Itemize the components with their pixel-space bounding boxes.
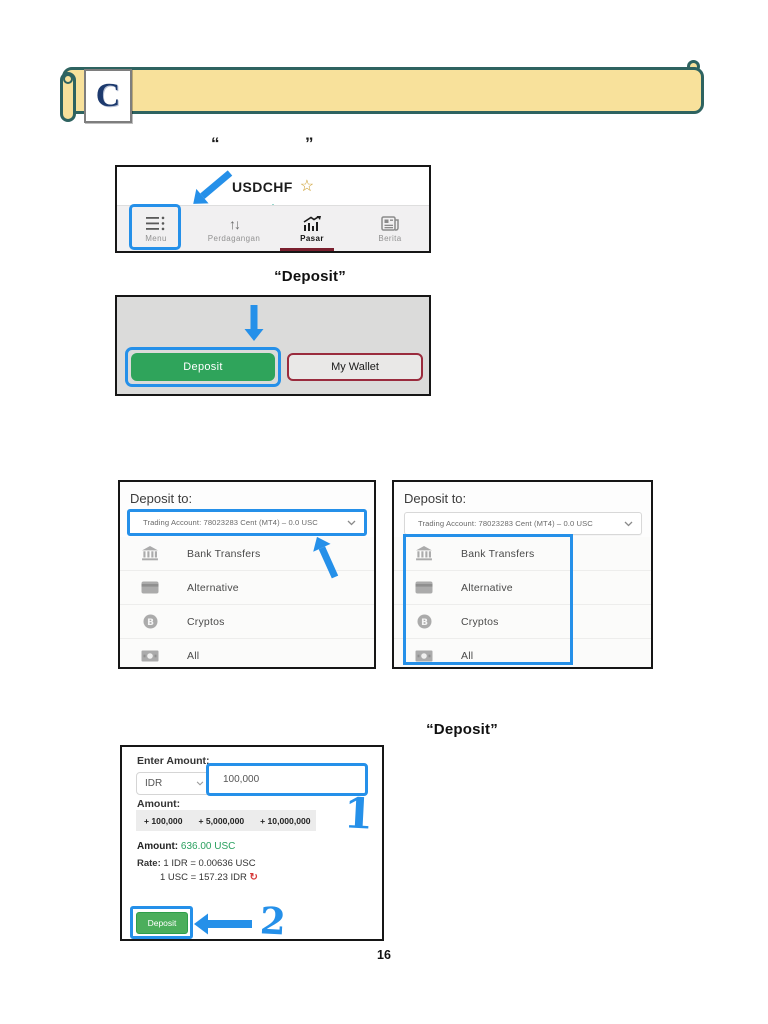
rate-label: Rate: <box>137 858 161 869</box>
bitcoin-icon: B <box>414 614 434 629</box>
card-icon <box>414 581 434 594</box>
rate-line-1: Rate: 1 IDR = 0.00636 USC <box>137 858 256 869</box>
trade-arrows-icon: ↑↓ <box>229 215 241 232</box>
chapter-letter: C <box>95 77 121 114</box>
currency-value: IDR <box>145 778 163 789</box>
cash-icon <box>140 650 160 662</box>
chevron-down-icon <box>624 521 633 527</box>
bank-icon <box>414 546 434 561</box>
news-icon <box>380 216 399 231</box>
my-wallet-button[interactable]: My Wallet <box>287 353 423 381</box>
nav-label-berita: Berita <box>378 234 402 243</box>
rate-value-2: 1 USC = 157.23 IDR <box>160 872 247 883</box>
screenshot-enter-amount: Enter Amount: IDR 100,000 Amount: + 100,… <box>120 745 384 941</box>
deposit-button[interactable]: Deposit <box>131 353 275 381</box>
bottom-nav-bar: Menu ↑↓ Perdagangan Pasar <box>117 205 429 251</box>
deposit-button-highlight-box <box>130 906 193 939</box>
bitcoin-icon: B <box>140 614 160 629</box>
cash-icon <box>414 650 434 662</box>
page-number: 16 <box>377 948 391 962</box>
close-quote-mark: ” <box>305 134 314 153</box>
banner-scroll-curl-icon <box>60 72 76 122</box>
active-tab-underline <box>280 248 334 251</box>
symbol-name: USDCHF <box>231 179 293 195</box>
nav-label-perdagangan: Perdagangan <box>207 233 261 243</box>
rate-value-1: 1 IDR = 0.00636 USC <box>163 858 256 869</box>
deposit-method-list: Bank Transfers Alternative B Cryptos All <box>120 537 374 667</box>
symbol-row: USDCHF ☆ <box>117 167 429 207</box>
converted-amount-line: Amount: 636.00 USC <box>137 841 235 852</box>
currency-select[interactable]: IDR <box>136 772 213 795</box>
method-row-bank-transfers[interactable]: Bank Transfers <box>394 537 651 571</box>
deposit-heading-1: “Deposit” <box>274 268 346 285</box>
quick-amount-strip: + 100,000 + 5,000,000 + 10,000,000 <box>136 810 316 831</box>
amount-label: Amount: <box>137 798 181 810</box>
refresh-rate-icon[interactable]: ↻ <box>249 872 258 883</box>
amount-input-value: 100,000 <box>223 774 260 785</box>
method-row-all[interactable]: All <box>120 639 374 667</box>
step-number-1: 1 <box>342 788 375 839</box>
chapter-banner <box>62 67 704 114</box>
menu-icon <box>146 216 165 231</box>
deposit-submit-button[interactable]: Deposit <box>136 912 188 934</box>
method-row-alternative[interactable]: Alternative <box>394 571 651 605</box>
deposit-to-label: Deposit to: <box>130 491 193 506</box>
screenshot-deposit-to-methods: Deposit to: Trading Account: 78023283 Ce… <box>392 480 653 669</box>
deposit-highlight-box <box>125 347 281 387</box>
converted-amount-label: Amount: <box>137 841 179 852</box>
rate-line-2: 1 USC = 157.23 IDR ↻ <box>160 872 258 883</box>
open-quote-mark: “ <box>211 134 220 153</box>
deposit-to-label: Deposit to: <box>404 491 467 506</box>
method-row-cryptos[interactable]: B Cryptos <box>394 605 651 639</box>
bank-icon <box>140 546 160 561</box>
method-row-alternative[interactable]: Alternative <box>120 571 374 605</box>
trading-account-select[interactable]: Trading Account: 78023283 Cent (MT4) – 0… <box>127 509 367 536</box>
nav-item-menu[interactable]: Menu <box>117 206 195 251</box>
chevron-down-icon <box>196 781 204 786</box>
quick-amount-100000[interactable]: + 100,000 <box>144 815 183 826</box>
nav-item-berita[interactable]: Berita <box>351 206 429 251</box>
svg-text:B: B <box>147 618 154 628</box>
chapter-letter-box: C <box>84 69 132 123</box>
trading-account-value: Trading Account: 78023283 Cent (MT4) – 0… <box>143 518 318 527</box>
trading-account-value: Trading Account: 78023283 Cent (MT4) – 0… <box>418 519 593 528</box>
menu-highlight-box <box>129 204 181 250</box>
method-row-bank-transfers[interactable]: Bank Transfers <box>120 537 374 571</box>
method-list-highlight-box <box>403 534 573 665</box>
quick-amount-5000000[interactable]: + 5,000,000 <box>198 815 245 826</box>
method-row-cryptos[interactable]: B Cryptos <box>120 605 374 639</box>
step-number-2: 2 <box>258 898 287 941</box>
svg-text:B: B <box>421 618 428 628</box>
trading-account-select[interactable]: Trading Account: 78023283 Cent (MT4) – 0… <box>404 512 642 535</box>
deposit-heading-2: “Deposit” <box>426 721 498 738</box>
screenshot-deposit-to-dropdown: Deposit to: Trading Account: 78023283 Ce… <box>118 480 376 669</box>
enter-amount-label: Enter Amount: <box>137 755 210 767</box>
nav-label-pasar: Pasar <box>300 234 324 243</box>
nav-item-perdagangan[interactable]: ↑↓ Perdagangan <box>195 206 273 251</box>
converted-amount-value: 636.00 USC <box>180 841 236 852</box>
nav-item-pasar[interactable]: Pasar <box>273 206 351 251</box>
favorite-star-icon[interactable]: ☆ <box>299 178 315 195</box>
screenshot-wallet-buttons: Deposit My Wallet <box>115 295 431 396</box>
deposit-method-list: Bank Transfers Alternative B Cryptos All <box>394 537 651 667</box>
nav-label-menu: Menu <box>145 234 167 243</box>
screenshot-app-nav: USDCHF ☆ Menu ↑↓ Perdagangan <box>115 165 431 253</box>
amount-input[interactable]: 100,000 <box>206 763 368 796</box>
card-icon <box>140 581 160 594</box>
market-chart-icon <box>303 216 321 231</box>
quick-amount-10000000[interactable]: + 10,000,000 <box>260 815 311 826</box>
chevron-down-icon <box>347 520 356 526</box>
